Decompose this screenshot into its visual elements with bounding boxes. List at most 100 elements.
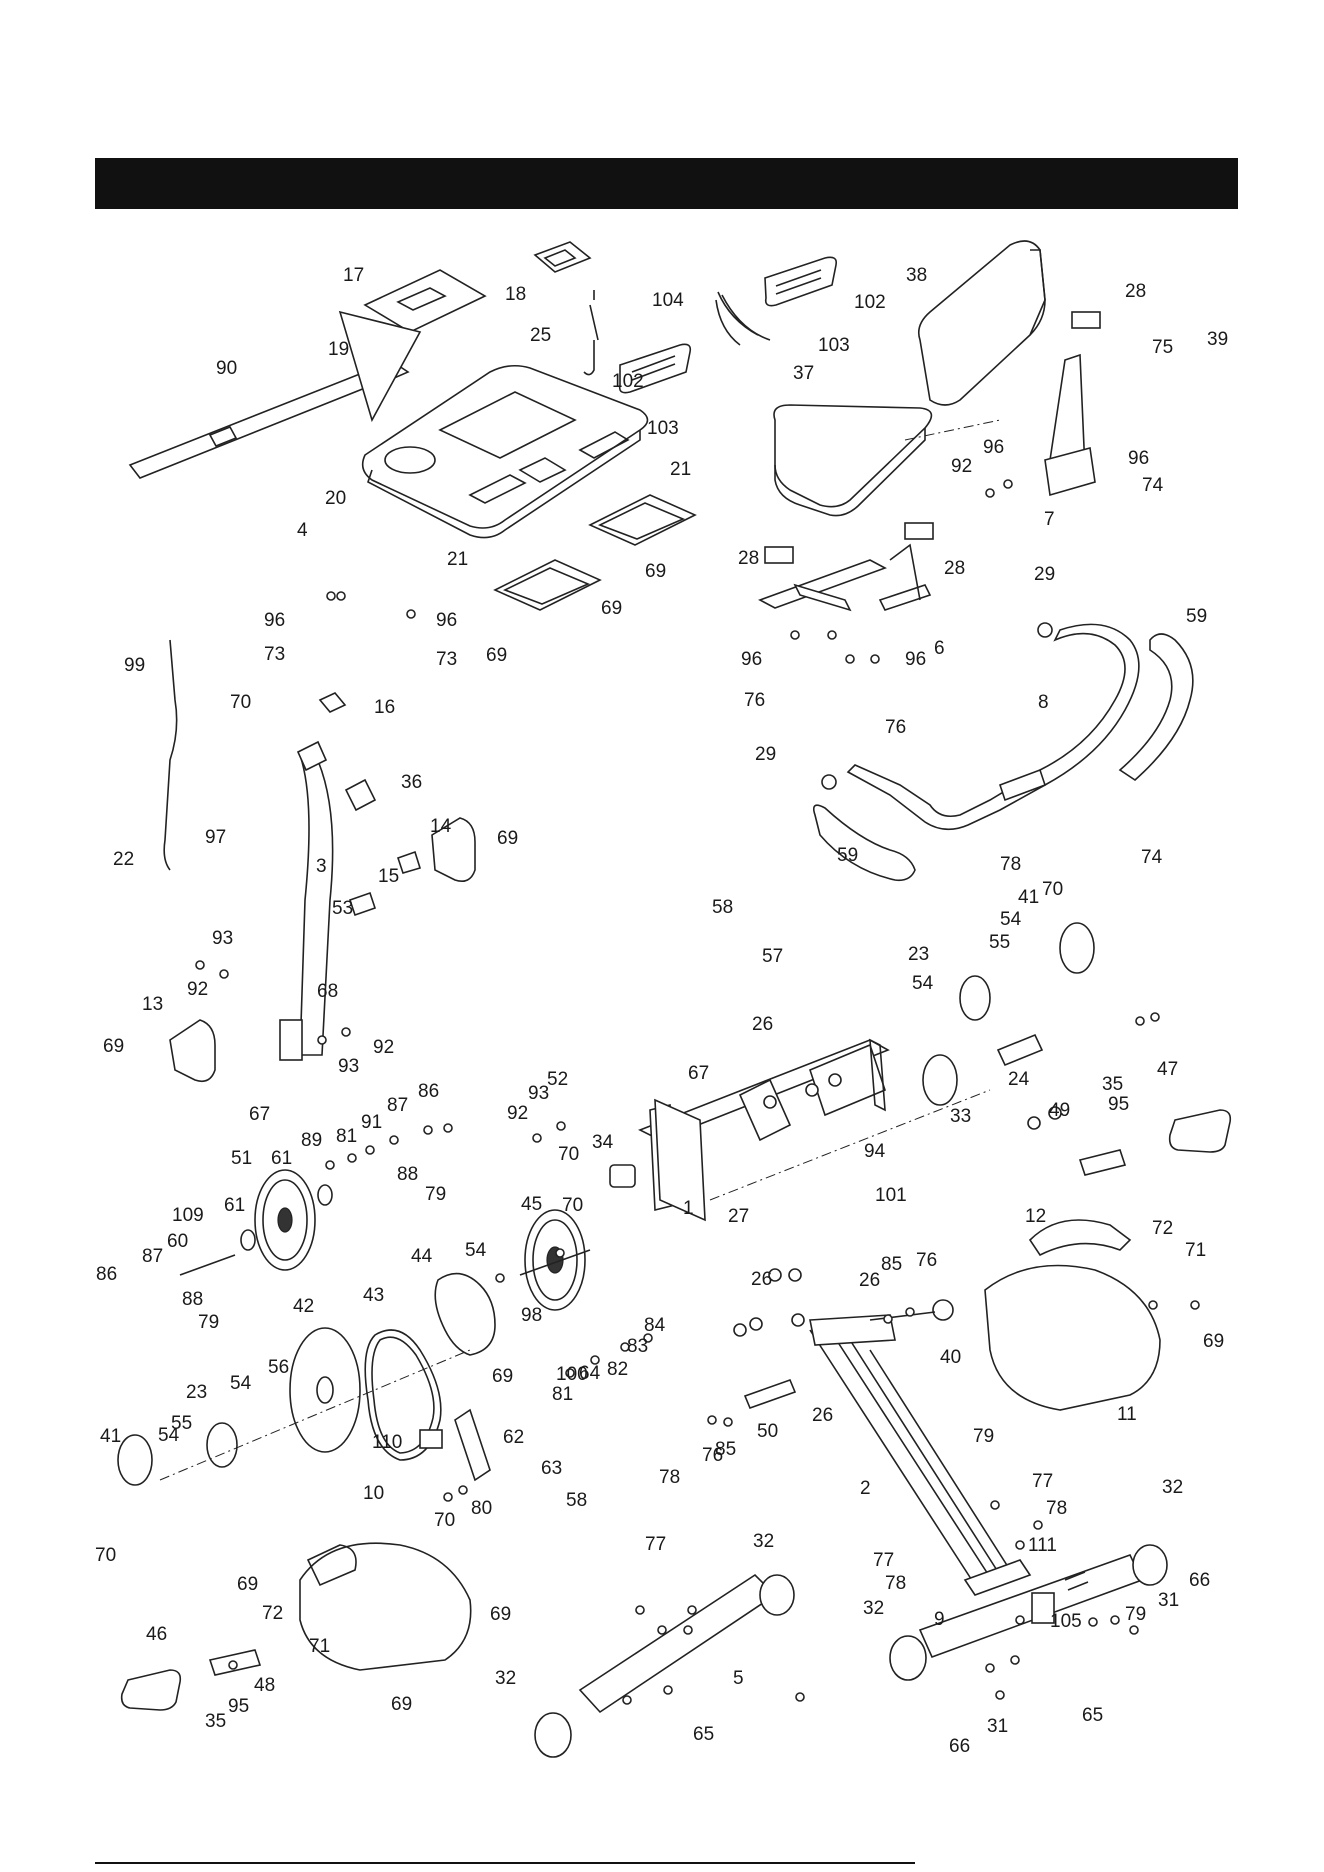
callout-96-5: 96 <box>983 437 1004 458</box>
callout-71-2: 71 <box>309 1636 330 1657</box>
rear-stabilizer-part <box>918 1554 1144 1659</box>
end-cap-part-4 <box>889 1635 927 1681</box>
callout-62: 62 <box>503 1427 524 1448</box>
callout-61-2: 61 <box>224 1195 245 1216</box>
callout-58-2: 58 <box>566 1490 587 1511</box>
front-stabilizer-part <box>578 1573 777 1714</box>
callout-55-2: 55 <box>171 1413 192 1434</box>
callout-89: 89 <box>301 1130 322 1151</box>
callout-8: 8 <box>1038 692 1049 713</box>
seat-part <box>773 404 933 517</box>
bearing-plate-part-2 <box>1059 922 1095 974</box>
callout-92-2: 92 <box>187 979 208 1000</box>
end-cap-part-2 <box>534 1712 572 1758</box>
callout-74-2: 74 <box>1141 847 1163 868</box>
callout-69-4: 69 <box>497 828 518 849</box>
callout-9: 9 <box>934 1609 945 1630</box>
callout-52: 52 <box>547 1069 568 1090</box>
callout-87: 87 <box>387 1095 408 1116</box>
callout-69-7: 69 <box>237 1574 258 1595</box>
callout-layer: 1234567891011121314151617181920212122232… <box>95 265 1228 1757</box>
callout-111: 111 <box>1028 1535 1057 1556</box>
end-cap-part-3 <box>1132 1544 1168 1586</box>
callout-59: 59 <box>1186 606 1207 627</box>
belt-part-2 <box>434 1272 496 1356</box>
callout-7: 7 <box>1044 509 1055 530</box>
callout-37: 37 <box>793 363 814 384</box>
callout-14: 14 <box>430 816 452 837</box>
mount-plate-part-2 <box>588 494 697 546</box>
callout-66: 66 <box>1189 1570 1210 1591</box>
ball-part <box>932 1299 954 1321</box>
flywheel-part <box>254 1169 316 1271</box>
callout-76-4: 76 <box>702 1445 723 1466</box>
callout-71: 71 <box>1185 1240 1206 1261</box>
axle-part <box>743 1378 797 1410</box>
callout-31: 31 <box>1158 1590 1179 1611</box>
callout-67: 67 <box>249 1104 270 1125</box>
callout-26-4: 26 <box>812 1405 833 1426</box>
callout-94: 94 <box>864 1141 886 1162</box>
callout-13: 13 <box>142 994 163 1015</box>
callout-33: 33 <box>950 1106 971 1127</box>
callout-99: 99 <box>124 655 145 676</box>
callout-100: 100 <box>556 1364 588 1385</box>
callout-42: 42 <box>293 1296 314 1317</box>
callout-21: 21 <box>670 459 691 480</box>
callout-85: 85 <box>881 1254 902 1275</box>
callout-78-4: 78 <box>659 1467 680 1488</box>
callout-85-2: 85 <box>715 1439 736 1460</box>
callout-3: 3 <box>316 856 327 877</box>
chain-guard-part <box>1028 1219 1132 1257</box>
callout-31-2: 31 <box>987 1716 1008 1737</box>
callout-18: 18 <box>505 284 526 305</box>
foam-grip-part-2 <box>812 804 916 882</box>
callout-17: 17 <box>343 265 364 286</box>
callout-40: 40 <box>940 1347 961 1368</box>
callout-35: 35 <box>1102 1074 1123 1095</box>
callout-53: 53 <box>332 898 353 919</box>
handlebar-part <box>846 623 1140 831</box>
pulse-wires-part <box>715 291 771 346</box>
callout-78: 78 <box>1000 854 1021 875</box>
callout-82: 82 <box>607 1359 628 1380</box>
callout-81: 81 <box>336 1126 357 1147</box>
callout-98: 98 <box>521 1305 542 1326</box>
callout-39: 39 <box>1207 329 1228 350</box>
wire-part <box>583 290 599 376</box>
callout-34: 34 <box>592 1132 614 1153</box>
callout-92-4: 92 <box>507 1103 528 1124</box>
pedal-part-2 <box>120 1669 182 1711</box>
callout-10: 10 <box>363 1483 384 1504</box>
callout-78-3: 78 <box>885 1573 906 1594</box>
bearing-plate-part <box>117 1434 153 1486</box>
callout-76: 76 <box>744 690 765 711</box>
callout-92: 92 <box>951 456 972 477</box>
callout-43: 43 <box>363 1285 384 1306</box>
foam-grip-part <box>1118 633 1194 782</box>
callout-51: 51 <box>231 1148 252 1169</box>
callout-77-3: 77 <box>645 1534 666 1555</box>
callout-70-4: 70 <box>434 1510 455 1531</box>
callout-35-2: 35 <box>205 1711 226 1732</box>
callout-104: 104 <box>652 290 684 311</box>
callout-44: 44 <box>411 1246 433 1267</box>
callout-72: 72 <box>1152 1218 1173 1239</box>
callout-26-3: 26 <box>859 1270 880 1291</box>
console-tray-part <box>361 364 649 539</box>
callout-26: 26 <box>752 1014 773 1035</box>
callout-95-2: 95 <box>228 1696 249 1717</box>
callout-55: 55 <box>989 932 1010 953</box>
callout-90: 90 <box>216 358 237 379</box>
cable-part <box>163 639 178 871</box>
fasteners <box>195 479 1200 1705</box>
callout-15: 15 <box>378 866 399 887</box>
callout-93: 93 <box>212 928 233 949</box>
callout-77: 77 <box>1032 1471 1053 1492</box>
callout-73: 73 <box>264 644 285 665</box>
callout-29: 29 <box>1034 564 1055 585</box>
callout-58: 58 <box>712 897 733 918</box>
callout-63: 63 <box>541 1458 562 1479</box>
callout-45: 45 <box>521 1194 542 1215</box>
callout-29-2: 29 <box>755 744 776 765</box>
